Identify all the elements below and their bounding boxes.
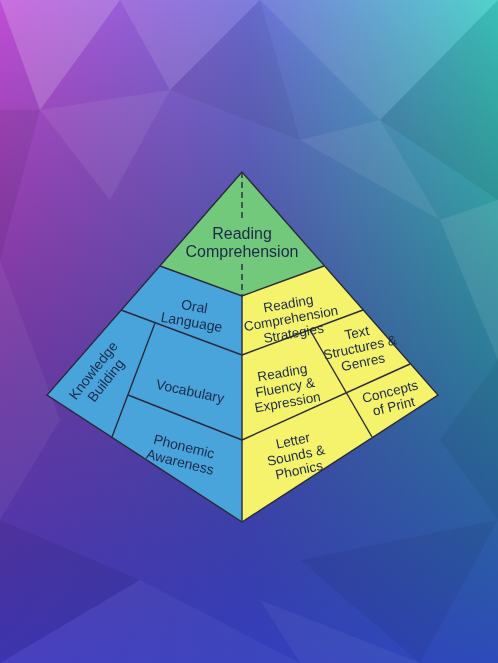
region-label: Vocabulary <box>145 375 234 409</box>
right-face-region: Reading Fluency & Expression <box>239 358 332 418</box>
left-face-region: Phonemic Awareness <box>136 429 229 481</box>
region-label: Reading Comprehension <box>178 225 306 261</box>
right-face-region: Concepts of Print <box>353 376 430 423</box>
right-face-region: Letter Sounds & Phonics <box>252 426 340 487</box>
region-label: Concepts of Print <box>353 376 430 423</box>
region-label: Reading Fluency & Expression <box>239 358 332 418</box>
region-label: Phonemic Awareness <box>136 429 229 481</box>
left-face-region: Knowledge Building <box>61 332 139 419</box>
left-face-region: Oral Language <box>151 293 235 338</box>
region-label: Knowledge Building <box>61 332 139 419</box>
left-face-region: Vocabulary <box>145 375 234 409</box>
region-label: Oral Language <box>151 293 235 338</box>
apex-region: Reading Comprehension <box>178 225 306 261</box>
region-label: Letter Sounds & Phonics <box>252 426 340 487</box>
